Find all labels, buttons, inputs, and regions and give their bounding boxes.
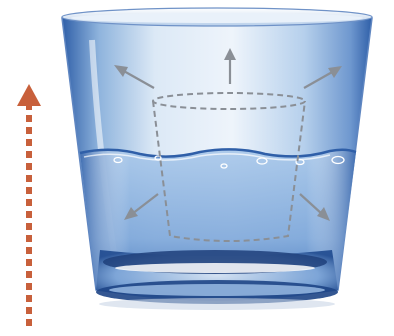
arrow-up-left-icon	[114, 65, 155, 89]
original-glass-outline	[152, 92, 306, 242]
bubble	[331, 155, 345, 165]
bubble	[154, 155, 162, 161]
bubbles	[113, 155, 345, 169]
glass-shadow	[99, 298, 335, 310]
rise-arrow	[17, 84, 41, 326]
bubble	[113, 156, 123, 164]
arrow-down-right-icon	[299, 193, 330, 221]
bubble	[256, 157, 268, 165]
glass-base	[96, 250, 338, 310]
glass-rim-inner	[71, 13, 363, 23]
original-glass-body-outline	[152, 100, 306, 242]
arrow-up-right-icon	[303, 66, 342, 89]
bubble	[295, 158, 305, 166]
glass-base-bottom-shine	[109, 284, 325, 296]
expansion-arrows	[114, 48, 342, 221]
glass-base-shine	[115, 263, 315, 273]
bubble	[220, 163, 228, 169]
arrow-up-icon	[17, 84, 41, 106]
water-surface-highlight	[83, 153, 331, 161]
arrow-down-left-icon	[124, 193, 159, 220]
arrow-up-icon	[224, 48, 236, 84]
water-surface-line	[79, 148, 357, 158]
